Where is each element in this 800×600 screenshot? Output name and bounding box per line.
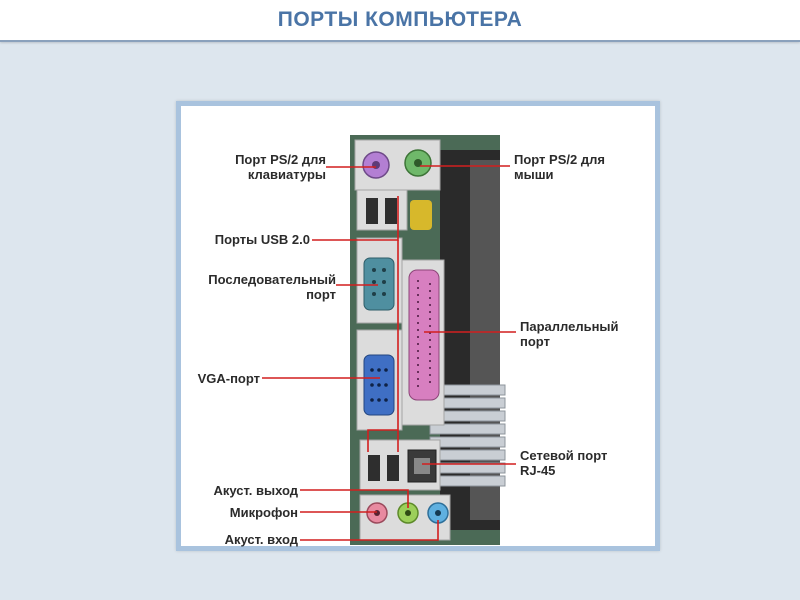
label-parallel: Параллельный порт: [520, 319, 619, 349]
label-audio-out: Акуст. выход: [213, 483, 299, 498]
label-usb: Порты USB 2.0: [214, 232, 310, 247]
vga-port: [363, 354, 395, 416]
leader-audio-in: [300, 520, 439, 541]
heatsink: [429, 384, 506, 487]
usb-ports-top: [366, 198, 397, 224]
title-bar: ПОРТЫ КОМПЬЮТЕРА: [0, 0, 800, 42]
label-serial: Последовательный порт: [208, 272, 336, 302]
label-network: Сетевой порт RJ-45: [520, 448, 608, 478]
serial-port: [363, 257, 395, 311]
usb-ports-bottom: [368, 455, 399, 481]
leader-usb-down: [367, 240, 399, 452]
ps2-mouse-port: [404, 149, 432, 177]
audio-jacks: [366, 502, 449, 524]
label-ps2-keyboard: Порт PS/2 для клавиатуры: [235, 152, 326, 182]
rj45-port: [407, 449, 437, 483]
leader-audio-out: [300, 489, 409, 508]
label-microphone: Микрофон: [229, 505, 298, 520]
ps2-keyboard-port: [362, 151, 390, 179]
leader-lines: [262, 165, 516, 541]
label-audio-in: Акуст. вход: [224, 532, 298, 547]
label-ps2-mouse: Порт PS/2 для мыши: [514, 152, 605, 182]
page-title: ПОРТЫ КОМПЬЮТЕРА: [277, 8, 523, 31]
parallel-port: [408, 269, 440, 401]
label-vga: VGA-порт: [197, 371, 260, 386]
capacitor: [410, 200, 432, 230]
